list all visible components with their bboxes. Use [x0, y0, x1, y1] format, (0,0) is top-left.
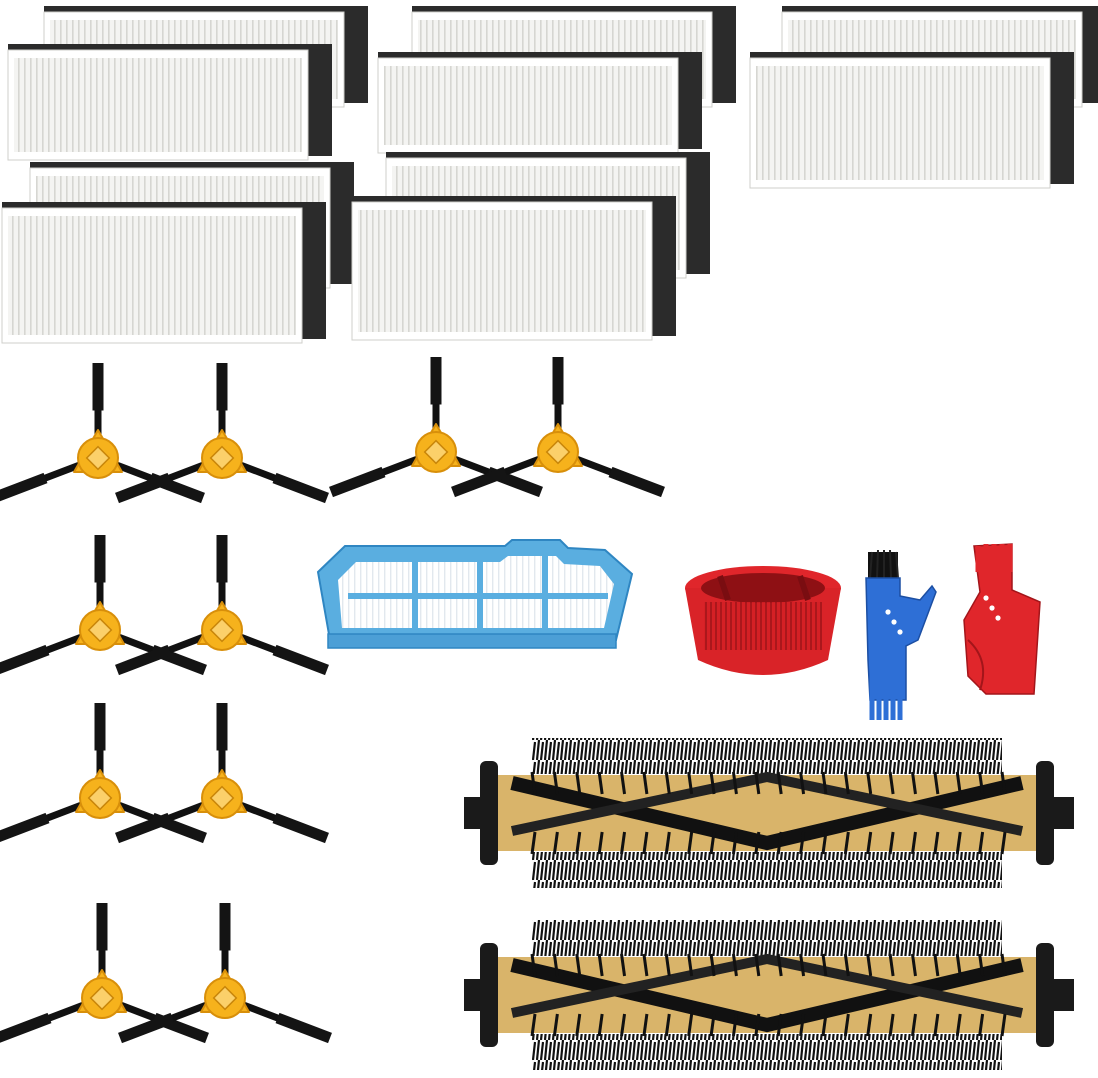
- side-brush-group: [0, 357, 665, 1044]
- red-cleaning-cup: [685, 566, 841, 675]
- main-roller-brush: [464, 920, 1074, 1070]
- red-comb-tool: [963, 543, 1041, 695]
- main-roller-group: [464, 738, 1074, 1070]
- side-brush: [451, 357, 665, 498]
- primary-filter: [316, 539, 634, 649]
- hepa-filter: [749, 52, 1074, 189]
- hepa-filter: [7, 44, 332, 161]
- hepa-filter: [351, 196, 676, 341]
- hepa-filter: [1, 202, 326, 344]
- side-brush: [118, 903, 332, 1044]
- side-brush: [115, 535, 329, 676]
- hepa-filter-group: [1, 6, 1098, 344]
- side-brush: [115, 703, 329, 844]
- side-brush: [0, 703, 207, 844]
- side-brush: [115, 363, 329, 504]
- side-brush: [0, 903, 209, 1044]
- main-roller-brush: [464, 738, 1074, 888]
- blue-cleaning-tool: [865, 549, 937, 720]
- hepa-filter: [377, 52, 702, 154]
